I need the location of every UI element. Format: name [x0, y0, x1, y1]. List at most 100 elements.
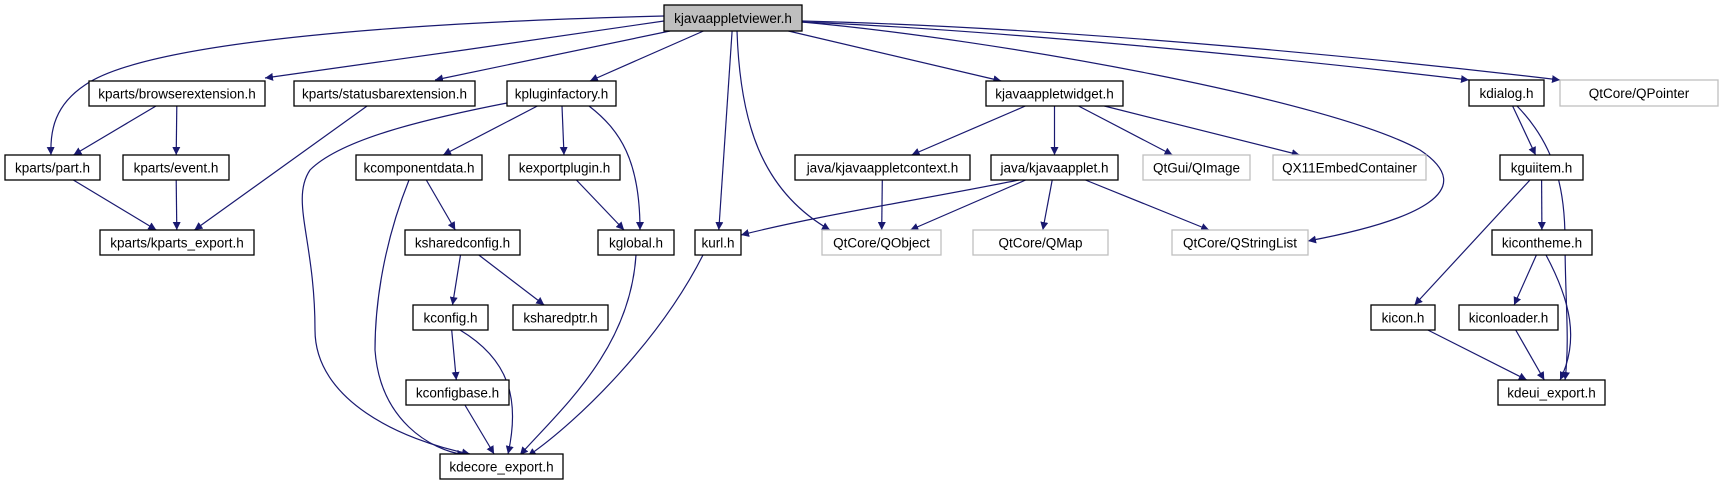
node-kicontheme[interactable]: kicontheme.h [1491, 229, 1593, 256]
nodes-layer: kjavaappletviewer.h kparts/browserextensi… [4, 4, 1719, 480]
node-kjavaapplet[interactable]: java/kjavaapplet.h [990, 154, 1119, 181]
edge-kpluginfactory-to-kexportplugin [559, 105, 568, 156]
node-box [122, 154, 230, 181]
node-kurl[interactable]: kurl.h [694, 229, 742, 256]
node-kiconloader[interactable]: kiconloader.h [1458, 304, 1559, 331]
node-browserextension[interactable]: kparts/browserextension.h [88, 80, 266, 107]
node-kdialog[interactable]: kdialog.h [1468, 79, 1545, 107]
edge-kicon-to-kdeui_export [1427, 329, 1528, 381]
node-label: kparts/kparts_export.h [110, 236, 244, 251]
edge-kjavaappletviewer-to-qstringlist [801, 21, 1445, 244]
edge-kglobal-to-kdecore_export [519, 254, 637, 456]
edge-browserextension-to-event [172, 105, 181, 156]
edge-kjavaappletviewer-to-qobject [736, 30, 831, 231]
node-label: kexportplugin.h [519, 161, 611, 176]
node-box [1171, 229, 1309, 256]
edge-kpluginfactory-to-kcomponentdata [442, 105, 538, 156]
node-box [1499, 154, 1584, 181]
node-box [985, 80, 1124, 107]
node-label: kjavaappletviewer.h [674, 11, 792, 26]
node-label: QtCore/QPointer [1589, 86, 1690, 101]
node-label: ksharedptr.h [523, 311, 597, 326]
edge-kurl-to-kdecore_export [527, 254, 704, 457]
edge-kicontheme-to-kdeui_export [1545, 254, 1572, 381]
node-box [972, 229, 1109, 256]
node-box [355, 154, 483, 181]
node-label: kconfigbase.h [416, 386, 499, 401]
node-kjavaappletviewer[interactable]: kjavaappletviewer.h [663, 4, 803, 32]
node-kdecore_export[interactable]: kdecore_export.h [439, 453, 564, 480]
node-kparts_export[interactable]: kparts/kparts_export.h [99, 229, 255, 256]
node-label: kurl.h [701, 236, 734, 251]
edge-kjavaapplet-to-qstringlist [1085, 179, 1210, 231]
node-label: kparts/event.h [134, 161, 219, 176]
edge-kconfig-to-kconfigbase [451, 329, 460, 381]
node-statusbarextension[interactable]: kparts/statusbarextension.h [293, 80, 476, 107]
node-kconfig[interactable]: kconfig.h [412, 304, 489, 331]
edge-kjavaappletviewer-to-qpointer [801, 20, 1561, 84]
edge-kjavaappletviewer-to-browserextension [264, 20, 665, 81]
node-label: kparts/statusbarextension.h [302, 87, 467, 102]
node-ksharedconfig[interactable]: ksharedconfig.h [404, 229, 521, 256]
node-label: kcomponentdata.h [363, 161, 474, 176]
node-kdeui_export[interactable]: kdeui_export.h [1497, 379, 1606, 406]
node-box [1468, 79, 1545, 107]
node-box [1272, 154, 1427, 181]
node-label: kdecore_export.h [449, 460, 553, 475]
node-kexportplugin[interactable]: kexportplugin.h [508, 154, 621, 181]
node-kguiitem[interactable]: kguiitem.h [1499, 154, 1584, 181]
node-label: QtCore/QMap [998, 236, 1082, 251]
node-label: QX11EmbedContainer [1282, 161, 1417, 176]
node-box [794, 154, 971, 181]
node-kglobal[interactable]: kglobal.h [597, 229, 675, 256]
edge-browserextension-to-part [73, 105, 157, 156]
node-kjavaappletwidget[interactable]: kjavaappletwidget.h [985, 80, 1124, 107]
node-kicon[interactable]: kicon.h [1370, 304, 1436, 331]
node-label: QtCore/QObject [833, 236, 930, 251]
node-label: ksharedconfig.h [415, 236, 510, 251]
edge-kguiitem-to-kicon [1414, 179, 1531, 306]
edge-kconfigbase-to-kdecore_export [464, 404, 495, 455]
edges-layer [46, 15, 1572, 458]
edge-kjavaappletviewer-to-kdialog [801, 21, 1470, 84]
node-box [1142, 154, 1251, 181]
node-qpointer: QtCore/QPointer [1559, 79, 1719, 107]
node-box [990, 154, 1119, 181]
node-ksharedptr[interactable]: ksharedptr.h [512, 304, 609, 331]
node-event[interactable]: kparts/event.h [122, 154, 230, 181]
node-box [405, 379, 510, 406]
edge-kicontheme-to-kiconloader [1513, 254, 1537, 306]
node-box [663, 4, 803, 32]
edge-kjavaapplet-to-kurl [740, 179, 1020, 237]
node-box [694, 229, 742, 256]
node-box [597, 229, 675, 256]
edge-kjavaappletviewer-to-kpluginfactory [589, 30, 704, 82]
edge-kjavaappletviewer-to-kjavaappletwidget [788, 30, 1002, 84]
node-box [293, 80, 476, 107]
node-box [1458, 304, 1559, 331]
node-box [506, 80, 617, 107]
node-box [88, 80, 266, 107]
node-label: kdeui_export.h [1507, 386, 1596, 401]
node-qimage: QtGui/QImage [1142, 154, 1251, 181]
node-label: kparts/browserextension.h [98, 87, 256, 102]
node-kcomponentdata[interactable]: kcomponentdata.h [355, 154, 483, 181]
node-qobject: QtCore/QObject [821, 229, 942, 256]
edge-kjavaappletviewer-to-part [46, 15, 665, 156]
node-label: kpluginfactory.h [515, 87, 609, 102]
node-kjavaappletcontext[interactable]: java/kjavaappletcontext.h [794, 154, 971, 181]
node-box [508, 154, 621, 181]
node-part[interactable]: kparts/part.h [4, 154, 101, 181]
edge-kcomponentdata-to-kdecore_export [374, 179, 466, 458]
node-kconfigbase[interactable]: kconfigbase.h [405, 379, 510, 406]
node-label: kiconloader.h [1469, 311, 1549, 326]
edge-part-to-kparts_export [72, 179, 157, 231]
node-label: kguiitem.h [1511, 161, 1573, 176]
edge-kjavaapplet-to-qobject [910, 179, 1026, 231]
node-kpluginfactory[interactable]: kpluginfactory.h [506, 80, 617, 107]
edge-statusbarextension-to-kparts_export [194, 105, 368, 231]
node-label: java/kjavaappletcontext.h [806, 161, 959, 176]
node-label: java/kjavaapplet.h [999, 161, 1108, 176]
node-box [1497, 379, 1606, 406]
